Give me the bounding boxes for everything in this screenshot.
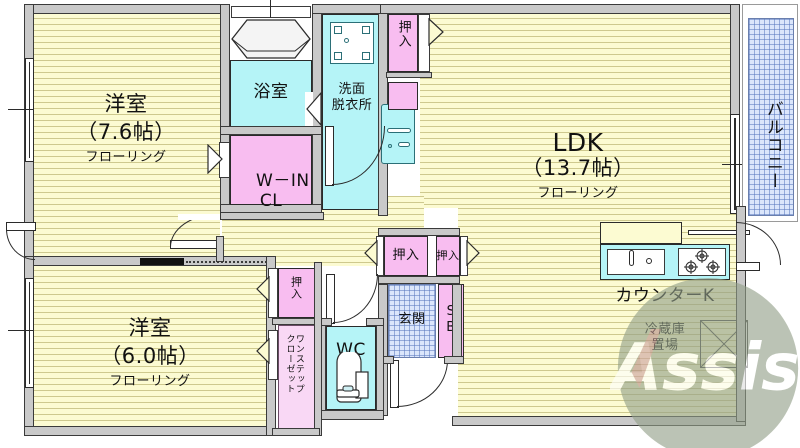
closet-bedroom2-label: 押入 (289, 276, 303, 300)
washer-corner-1 (334, 26, 342, 34)
stove-burners-icon (684, 249, 720, 274)
wall-closet-top-right-bottom (386, 72, 432, 78)
toilet-icon (336, 352, 369, 403)
wall-wc-bottom (318, 410, 384, 420)
wc-door-arc (333, 274, 378, 323)
bathtub-icon (231, 19, 311, 59)
bedroom1-window-tick (8, 109, 34, 110)
vanity-tap (398, 142, 410, 147)
closet-top-right-label: 押入 (395, 20, 411, 48)
walk-in-closet (230, 135, 312, 205)
wall-closets-right (314, 262, 322, 436)
bedroom1-floor (32, 12, 220, 262)
wall-mid-closets-top (378, 228, 460, 236)
wall-bath-left (220, 4, 230, 214)
bath-vent-box (231, 6, 311, 18)
balcony (748, 18, 794, 216)
bedroom2-window[interactable] (25, 278, 34, 388)
wall-ldk-bottom (452, 416, 746, 426)
bedroom2-window-tick (8, 330, 34, 331)
wall-washroom-top (312, 4, 388, 14)
washer-corner-3 (334, 52, 342, 60)
wall-bath-wincl-divider (220, 126, 322, 135)
vanity-bar (387, 128, 411, 133)
closet-mid-left[interactable] (384, 236, 428, 276)
ldk-floor (420, 12, 736, 208)
closet-strip-small (388, 82, 418, 110)
closet-bedroom2[interactable] (278, 268, 316, 318)
kitchen-upper-cabinet (600, 222, 682, 244)
wall-hall-top (220, 212, 324, 220)
vanity-knob (388, 144, 392, 148)
bath-room (230, 60, 312, 128)
bedroom1-window[interactable] (25, 58, 34, 162)
bedroom2-floor (32, 264, 274, 436)
hall-opening (178, 214, 220, 220)
closet-mid-left-arrow-icon (364, 240, 378, 266)
wall-bedroom2-bottom (24, 426, 276, 436)
vanity (381, 104, 415, 164)
kitchen-sink (607, 249, 665, 275)
wall-ldk-top (380, 4, 740, 14)
balcony-label: バルコニー (762, 100, 783, 190)
bathtub (231, 18, 311, 60)
wall-entrance-bottom-right (444, 356, 464, 364)
one-step-closet-text: ワンステップ クローゼット (284, 334, 304, 394)
washer-drain (344, 38, 349, 43)
ldk-balcony-window-tick (722, 164, 750, 165)
ldk-door-arc (736, 222, 781, 265)
wall-mid-closets-bottom (378, 276, 460, 284)
washer-corner-4 (362, 52, 370, 60)
wall-entrance-right (452, 284, 462, 362)
wall-wc-top-right (366, 318, 384, 326)
wall-closet-bedroom2-div (272, 318, 320, 325)
ldk-floor-lower (458, 208, 736, 420)
wall-corridor-seg (216, 236, 224, 262)
kitchen-sink-drain (646, 258, 652, 264)
kitchen-faucet (629, 250, 634, 266)
entrance-door-arc (397, 360, 448, 407)
closet-top-right[interactable] (388, 14, 418, 72)
entrance (388, 284, 436, 358)
wall-closets-bottom (272, 428, 320, 436)
bath-door-arrow-icon (306, 92, 322, 126)
exterior-door-arc (6, 229, 35, 260)
washer-pan (330, 22, 374, 64)
closet-top-right-arrow-icon (428, 18, 444, 46)
bath-vent-line (270, 0, 271, 18)
wincl-door-arrow-icon (207, 144, 223, 174)
bedroom2-top-dotted (186, 261, 270, 263)
washer-corner-2 (362, 26, 370, 34)
wall-outer-top-left (24, 4, 228, 14)
bath-door[interactable] (305, 92, 322, 126)
closet-bedroom2-arrow-icon (256, 276, 270, 302)
wall-wc-right (376, 318, 384, 420)
one-step-closet-arrow-icon (256, 338, 270, 364)
bedroom2-top-dark-sill (140, 258, 184, 265)
closet-mid-right-arrow-icon (466, 240, 480, 266)
one-step-closet-label: ワンステップ クローゼット (284, 334, 303, 394)
closet-mid-right[interactable] (436, 236, 460, 276)
